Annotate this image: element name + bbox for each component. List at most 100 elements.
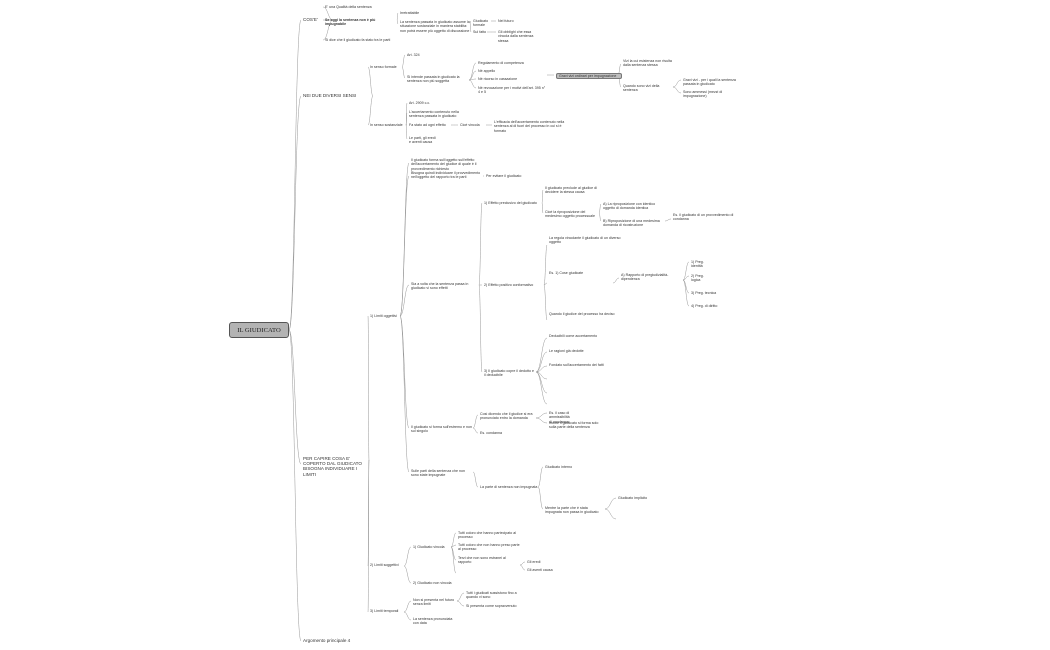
ogg-item: 1) Effetto preclusivo del giudicato (484, 201, 537, 205)
branch-argomento[interactable]: Argomento principale 4 (303, 638, 351, 643)
connector-line (401, 54, 406, 68)
sensi-item: In senso sostanziale (370, 123, 403, 127)
ogg-item: Per evitare il giudicato (486, 174, 522, 178)
connector-line (288, 329, 302, 642)
connector-line (456, 592, 465, 602)
sogg-item: Terzi che non sono estranei al rapporto (458, 556, 506, 565)
ogg-item: B) Riproposizione di una medesima domand… (603, 219, 660, 228)
connector-line (450, 544, 457, 548)
connector-line (396, 19, 399, 25)
connector-line (468, 62, 477, 81)
branch-cose[interactable]: COS'E' (303, 17, 318, 22)
ogg-item: 1) Preg. identità (691, 260, 704, 269)
ogg-item: Es. 1) Cose giudicate (549, 271, 584, 275)
connector-line (405, 112, 408, 126)
sensi-item: Vizi la cui esistenza non risulta dalla … (623, 59, 672, 68)
connector-line (403, 611, 412, 621)
connector-line (367, 66, 374, 97)
sensi-item: Fa stato ad ogni effetto (409, 123, 446, 127)
connector-line (367, 459, 370, 613)
root-node[interactable]: IL GIUDICATO (229, 322, 289, 338)
connector-line (450, 546, 457, 574)
est-item: Giudicato interno (545, 465, 573, 469)
limiti-temporali[interactable]: 3) Limiti temporali (370, 609, 399, 613)
connector-line (604, 508, 617, 520)
temp-item: Si presenta come sopravvenuto (466, 604, 517, 608)
connector-line (322, 6, 334, 21)
sensi-item: Le parti, gli eredi e aventi causa (409, 136, 436, 145)
sensi-item: Art. 324 (407, 53, 420, 57)
connector-line (288, 329, 302, 465)
sensi-item: Gravi vizi - per i quali la sentenza pas… (683, 78, 736, 87)
connector-line (401, 66, 406, 79)
connector-line (598, 203, 602, 214)
cose-item: E' una Qualità della sentenza (325, 5, 372, 9)
ogg-item: Sia a volta che la sentenza passa in giu… (411, 282, 469, 291)
connector-line (541, 202, 544, 214)
connector-line (468, 70, 477, 81)
connector-line (535, 417, 548, 424)
temp-item: La sentenza pronunciata con data (413, 617, 453, 626)
connector-line (519, 564, 526, 571)
est-item: Sulle parti della sentenza che non sono … (411, 469, 465, 478)
connector-line (403, 546, 412, 567)
sogg-item: Gli eredi (527, 560, 541, 564)
branch-due-sensi[interactable]: NEI DUE DIVERSI SENSI (303, 93, 357, 98)
connector-line (399, 284, 410, 317)
sensi-item: Si intende passata in giudicato la sente… (407, 75, 460, 84)
est-item: Es. condanna (480, 431, 502, 435)
limiti-soggettivi[interactable]: 2) Limiti soggettivi (370, 563, 399, 567)
cose-item: Nel futuro (498, 19, 514, 23)
connector-line (399, 315, 410, 429)
cose-item: Sul fatto (473, 30, 487, 34)
branch-limiti[interactable]: PER CAPIRE COSA E' COPERTO DAL GIUDICATO… (303, 456, 362, 477)
est-item: La parte di sentenza non impugnata (480, 485, 538, 489)
connector-line (367, 315, 370, 461)
est-item: Inoltre il giudicato si forma solo sulla… (549, 421, 599, 430)
connector-line (519, 561, 526, 566)
connector-line (468, 79, 477, 89)
connector-line (399, 175, 410, 317)
sensi-item: Art. 2909 c.c. (409, 101, 431, 105)
connector-line (682, 279, 690, 294)
connector-line (537, 466, 544, 488)
connector-line (604, 497, 617, 510)
connector-line (367, 95, 374, 126)
sensi-item: Regolamento di competenza (478, 61, 524, 65)
ogg-item: Bisogna quindi individuare il provvedime… (411, 171, 481, 180)
sogg-item: Gli aventi causa (527, 568, 553, 572)
sensi-item: Né ricorso in cassazione (478, 77, 518, 81)
connector-line (478, 202, 483, 286)
connector-line (478, 284, 483, 373)
connector-line (450, 532, 457, 548)
connector-line (405, 124, 408, 140)
connector-line (543, 282, 548, 286)
connector-line (682, 275, 690, 281)
ogg-item: 4) Preg. di diritto (691, 304, 718, 308)
sogg-item: 2) Giudicato non vincola (413, 581, 452, 585)
ogg-item: Deducibili come accertamento (549, 334, 598, 338)
cose-item: Gli obblighi che essa vincola dalla sent… (498, 30, 534, 43)
sogg-item: Tutti coloro che hanno partecipato al pr… (458, 531, 517, 540)
limiti-oggettivi[interactable]: 1) Limiti oggettivi (370, 314, 397, 318)
connector-line (672, 79, 682, 88)
connector-line (396, 12, 399, 21)
connector-line (682, 279, 690, 307)
temp-item: Tutti i giudicati sussistono fino a quan… (466, 591, 517, 600)
sensi-item: Quando sono vizi della sentenza (623, 84, 660, 93)
connector-line (612, 277, 620, 284)
connector-line (469, 20, 472, 24)
cose-item: Si dice che il giudicato fa stato tra le… (325, 38, 391, 42)
connector-line (288, 95, 302, 331)
connector-line (682, 261, 690, 281)
sensi-highlight[interactable]: Gravi vizi ordinari per impugnazione (556, 73, 622, 80)
ogg-item: Le ragioni già dedotte (549, 349, 584, 353)
ogg-item: 3) Il giudicato copre il dedotto e il de… (484, 369, 534, 378)
sensi-item: Né appello (478, 69, 496, 73)
ogg-item: Cioè la riproposizione del medesimo ogge… (545, 210, 595, 219)
cose-item: Se oggi la sentenza non è più impugnabil… (325, 18, 376, 27)
ogg-item: 2) Preg. logica (691, 274, 704, 283)
est-item: Es. il caso di ammissibilità di condanna (549, 411, 570, 424)
sogg-item: Tutti coloro che non hanno preso parte a… (458, 543, 520, 552)
